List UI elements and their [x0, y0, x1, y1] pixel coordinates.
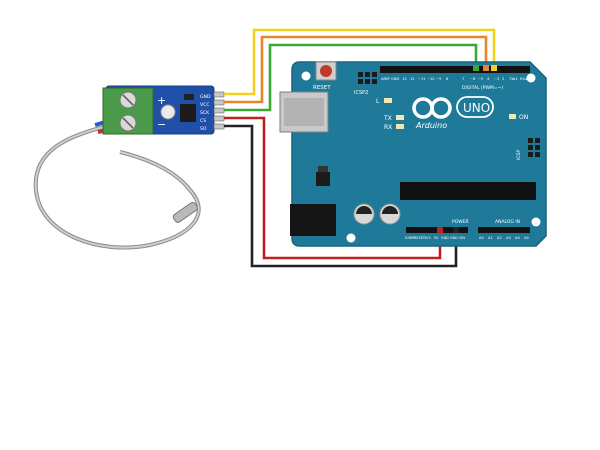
svg-text:13: 13: [402, 77, 407, 81]
analog-pin-labels: A0 A1 A2 A3 A4 A5: [479, 236, 529, 240]
thermocouple-probe: [33, 118, 201, 250]
svg-text:A1: A1: [488, 236, 493, 240]
svg-text:A3: A3: [506, 236, 511, 240]
wire-yellow: [224, 28, 496, 96]
svg-text:AREF: AREF: [381, 77, 390, 81]
icsp-header: [528, 138, 540, 157]
led-l-label: L: [376, 98, 380, 105]
reset-label: RESET: [313, 85, 331, 91]
wires: [224, 28, 496, 268]
mounting-hole: [531, 217, 541, 227]
svg-text:~6: ~6: [470, 77, 476, 81]
svg-text:A4: A4: [515, 236, 520, 240]
digital-header: [380, 66, 530, 73]
led-tx-label: TX: [383, 115, 392, 122]
svg-text:A2: A2: [497, 236, 502, 240]
brand-label: Arduino: [415, 121, 447, 130]
reset-button-cap: [320, 65, 332, 77]
svg-text:GND: GND: [391, 77, 399, 81]
arduino-uno-board: RESET ICSP2 AREF GND 13 12 ~11 ~10 ~9 8 …: [279, 61, 547, 247]
svg-text:VIN: VIN: [459, 236, 465, 240]
svg-text:TX▸1: TX▸1: [508, 77, 518, 81]
thermocouple-module: + − GND VCC SCK CS SO: [102, 85, 225, 135]
svg-text:IOREF: IOREF: [405, 236, 415, 240]
power-header-label: POWER: [452, 219, 469, 225]
svg-text:CS: CS: [200, 118, 206, 124]
svg-text:VCC: VCC: [200, 102, 210, 108]
mounting-hole: [346, 233, 356, 243]
svg-text:12: 12: [410, 77, 415, 81]
power-jack: [290, 204, 336, 236]
atmega-chip: [400, 182, 536, 200]
svg-text:~9: ~9: [436, 77, 442, 81]
terminal-plus-label: +: [157, 94, 166, 107]
led-tx: [396, 115, 404, 120]
digital-header-label: DIGITAL (PWM=~): [462, 85, 503, 91]
led-on-label: ON: [519, 114, 528, 121]
wire-red: [224, 116, 442, 260]
svg-text:~3: ~3: [494, 77, 499, 81]
icsp-label: ICSP: [516, 150, 522, 160]
model-label: UNO: [463, 101, 490, 115]
module-pin-header: [213, 91, 225, 130]
svg-text:2: 2: [502, 77, 504, 81]
power-pin-labels: IOREF RESET 3V3 5V GND GND VIN: [405, 236, 465, 240]
terminal-minus-label: −: [157, 118, 166, 131]
led-rx-label: RX: [384, 124, 392, 131]
svg-text:~11: ~11: [418, 77, 426, 81]
analog-header-label: ANALOG IN: [495, 219, 520, 225]
svg-text:SO: SO: [200, 126, 207, 132]
digital-pin-labels: AREF GND 13 12 ~11 ~10 ~9 8 7 ~6 ~5 4 ~3…: [381, 77, 530, 81]
svg-text:7: 7: [462, 77, 464, 81]
module-ic: [180, 104, 196, 122]
svg-text:A0: A0: [479, 236, 484, 240]
analog-header: [478, 227, 530, 233]
arduino-logo: Arduino: [412, 97, 452, 130]
mounting-hole: [526, 73, 536, 83]
svg-text:~10: ~10: [427, 77, 435, 81]
module-chip-led: [160, 104, 176, 120]
svg-text:GND: GND: [450, 236, 458, 240]
module-pin-labels: GND VCC SCK CS SO: [200, 94, 211, 132]
regulator: [316, 172, 330, 186]
svg-text:4: 4: [487, 77, 490, 81]
led-rx: [396, 124, 404, 129]
led-l: [384, 98, 392, 103]
svg-text:3V3: 3V3: [424, 236, 431, 240]
probe-tip: [172, 201, 198, 223]
svg-text:~5: ~5: [478, 77, 483, 81]
svg-text:RX◂0: RX◂0: [520, 77, 530, 81]
icsp2-header: [358, 72, 377, 84]
wire-orange: [224, 35, 488, 104]
svg-text:A5: A5: [524, 236, 529, 240]
model-badge: [456, 96, 494, 118]
svg-text:SCK: SCK: [200, 110, 210, 116]
wire-endpoints: [437, 65, 497, 233]
svg-text:GND: GND: [200, 94, 211, 100]
wire-green: [224, 43, 478, 112]
led-on: [509, 114, 516, 119]
svg-text:5V: 5V: [434, 236, 439, 240]
svg-text:RESET: RESET: [414, 236, 426, 240]
svg-text:8: 8: [446, 77, 449, 81]
svg-text:GND: GND: [441, 236, 449, 240]
icsp2-label: ICSP2: [354, 90, 368, 96]
wire-black: [224, 124, 458, 268]
mounting-hole: [301, 71, 311, 81]
